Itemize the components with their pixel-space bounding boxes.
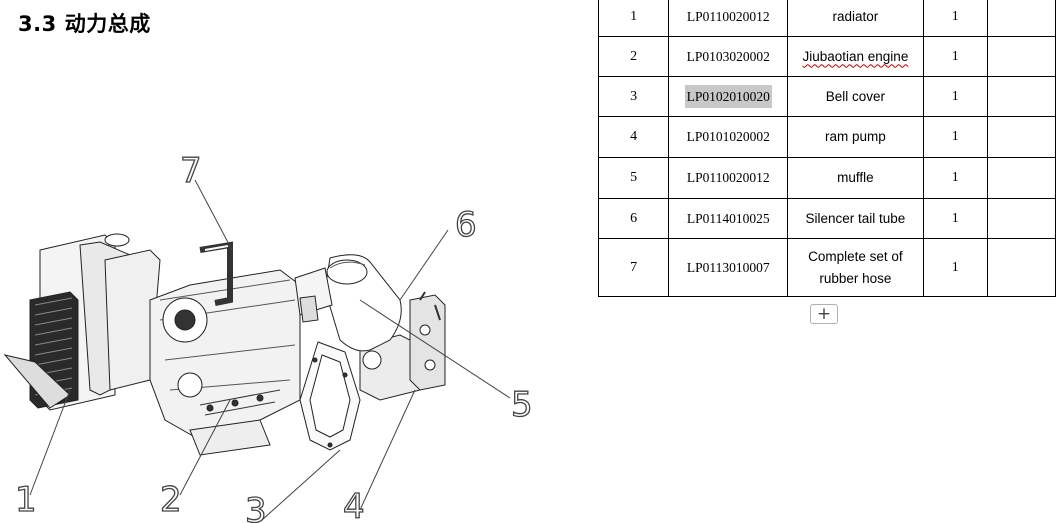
exploded-view-drawing: 7 6 5 1 2 3 4 [3, 150, 533, 523]
part-name-text: Jiubaotian engine [802, 48, 909, 64]
callout-7: 7 [180, 151, 202, 191]
engine-drawing [149, 241, 301, 456]
row-number: 5 [597, 157, 670, 199]
row-number: 2 [597, 36, 670, 77]
row-number: 3 [597, 76, 670, 117]
section-number: 3.3 [18, 12, 57, 36]
part-code: LP0114010025 [668, 198, 789, 239]
parts-table: 1 LP0110020012 radiator 1 2 LP0103020002… [597, 0, 1056, 297]
blank-cell [987, 36, 1056, 77]
row-number: 4 [597, 116, 670, 158]
row-number: 6 [597, 198, 670, 239]
part-quantity: 1 [922, 76, 989, 117]
part-name: Jiubaotian engine [787, 36, 924, 77]
part-quantity: 1 [922, 0, 989, 37]
blank-cell [987, 198, 1056, 239]
part-quantity: 1 [922, 198, 989, 239]
part-code: LP0110020012 [668, 0, 789, 37]
callout-6: 6 [455, 205, 477, 245]
table-row: 5 LP0110020012 muffle 1 [597, 157, 1056, 199]
blank-cell [987, 0, 1056, 37]
part-code: LP0110020012 [668, 157, 789, 199]
part-code: LP0113010007 [668, 238, 789, 297]
part-name: radiator [787, 0, 924, 37]
part-quantity: 1 [922, 238, 989, 297]
bell-cover-drawing [299, 341, 361, 451]
part-quantity: 1 [922, 116, 989, 158]
pump-drawing [359, 291, 446, 401]
table-row: 2 LP0103020002 Jiubaotian engine 1 [597, 36, 1056, 77]
blank-cell [987, 157, 1056, 199]
part-name: Silencer tail tube [787, 198, 924, 239]
table-row: 1 LP0110020012 radiator 1 [597, 0, 1056, 37]
blank-cell [987, 76, 1056, 117]
callout-numbers: 7 6 5 1 2 3 4 [14, 150, 533, 523]
table-row: 7 LP0113010007 Complete set of rubber ho… [597, 238, 1056, 297]
row-number: 7 [597, 238, 670, 297]
callout-5: 5 [511, 385, 533, 425]
part-quantity: 1 [922, 157, 989, 199]
part-name: muffle [787, 157, 924, 199]
table-row: 6 LP0114010025 Silencer tail tube 1 [597, 198, 1056, 239]
part-name: Bell cover [787, 76, 924, 117]
callout-1: 1 [15, 480, 37, 520]
add-row-button[interactable]: + [810, 304, 838, 324]
blank-cell [987, 238, 1056, 297]
part-code: LP0103020002 [668, 36, 789, 77]
section-title: 动力总成 [64, 12, 151, 36]
table-row: 4 LP0101020002 ram pump 1 [597, 116, 1056, 158]
row-number: 1 [597, 0, 670, 37]
blank-cell [987, 116, 1056, 158]
part-code: LP0101020002 [668, 116, 789, 158]
callout-2: 2 [160, 480, 182, 520]
radiator-drawing [3, 233, 161, 411]
part-code-highlighted: LP0102010020 [684, 84, 772, 108]
callout-4: 4 [343, 487, 365, 523]
callout-3: 3 [245, 491, 267, 523]
table-row: 3 LP0102010020 Bell cover 1 [597, 76, 1056, 117]
part-code: LP0102010020 [668, 76, 789, 117]
callout-lines [29, 179, 511, 521]
muffler-drawing [294, 254, 402, 352]
section-heading: 3.3 动力总成 [18, 8, 151, 38]
part-name: Complete set of rubber hose [787, 238, 924, 297]
part-quantity: 1 [922, 36, 989, 77]
part-name: ram pump [787, 116, 924, 158]
